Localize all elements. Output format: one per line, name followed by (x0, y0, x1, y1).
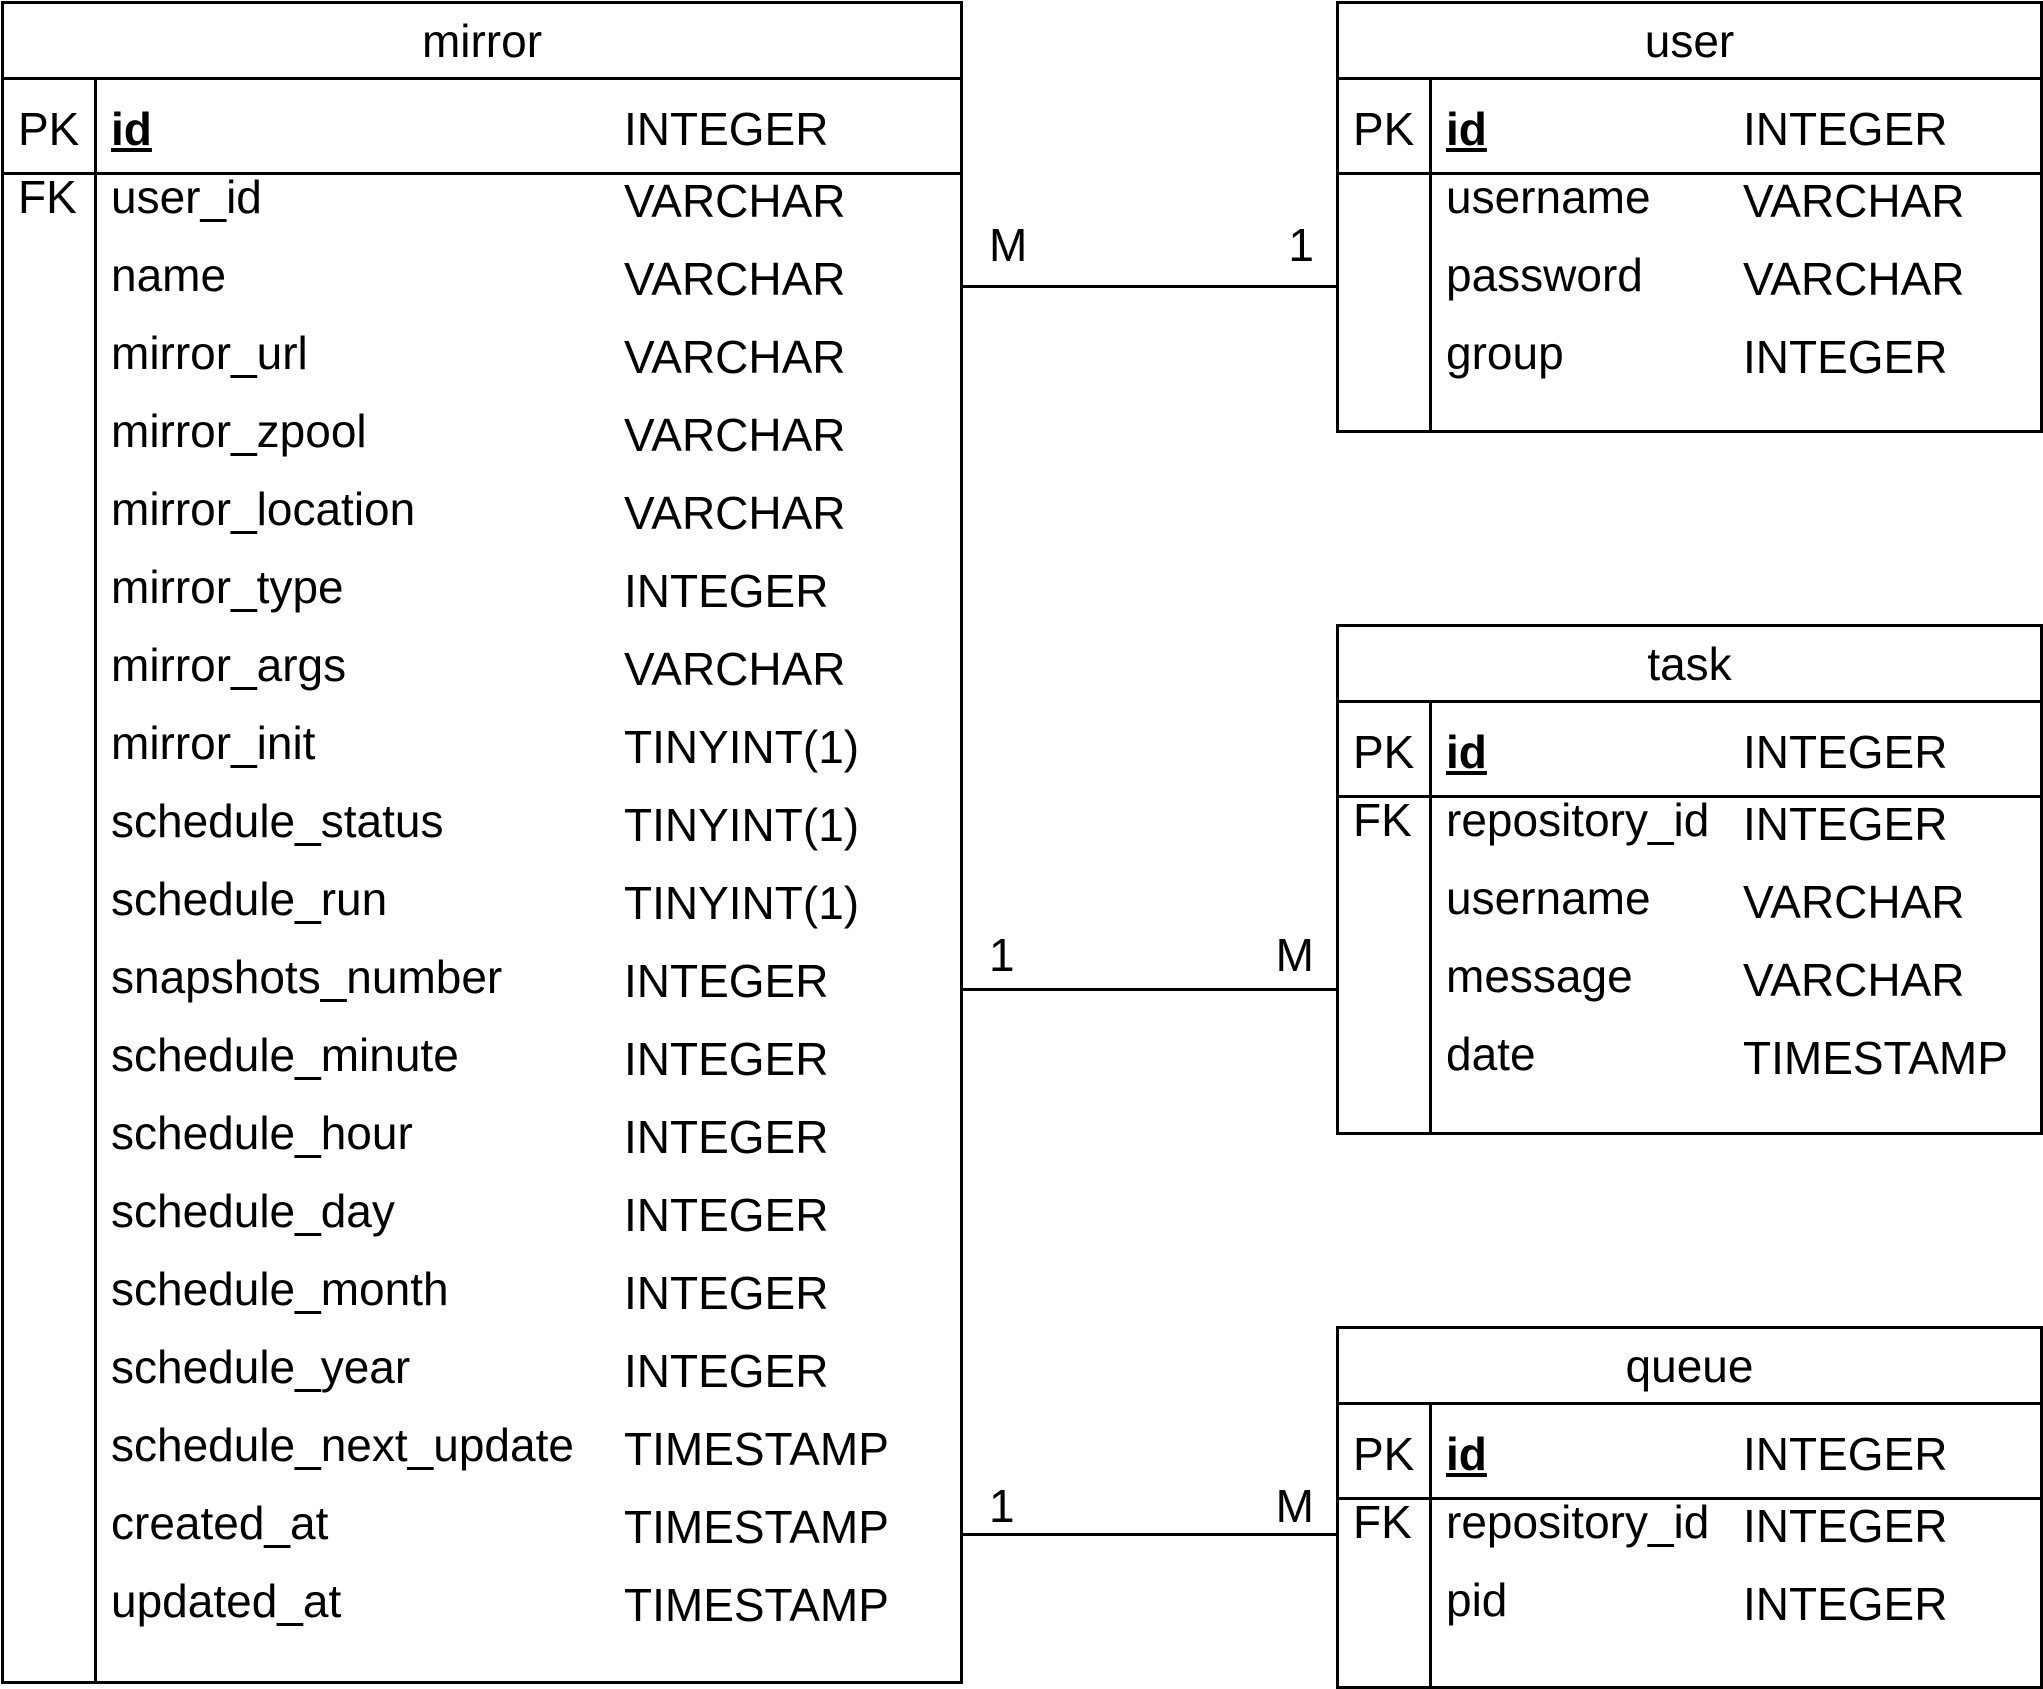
primary-key-marker: PK (1353, 103, 1415, 155)
field-type: VARCHAR (624, 643, 846, 695)
field-name: pid (1446, 1574, 1508, 1626)
primary-key-separator (1339, 1497, 2040, 1500)
entity-title: task (1339, 627, 2040, 703)
primary-key-name: id (1446, 726, 1487, 778)
primary-key-type: INTEGER (624, 103, 829, 155)
field-type: VARCHAR (1743, 954, 1965, 1006)
field-name: mirror_init (111, 717, 316, 769)
field-type: VARCHAR (624, 253, 846, 305)
primary-key-marker: PK (18, 103, 80, 155)
field-type: INTEGER (624, 1111, 829, 1163)
foreign-key-marker: FK (1353, 1496, 1412, 1548)
primary-key-marker: PK (1353, 1428, 1415, 1480)
field-type: INTEGER (624, 565, 829, 617)
relationship-line-mirror-user (963, 285, 1336, 288)
cardinality-label: 1 (989, 929, 1015, 981)
cardinality-label: M (1275, 1480, 1314, 1532)
field-type: INTEGER (1743, 798, 1948, 850)
field-type: VARCHAR (1743, 175, 1965, 227)
relationship-line-mirror-task (963, 988, 1336, 991)
field-type: INTEGER (624, 1033, 829, 1085)
field-name: password (1446, 249, 1643, 301)
field-name: username (1446, 171, 1651, 223)
field-name: repository_id (1446, 1496, 1710, 1548)
field-name: created_at (111, 1497, 329, 1549)
entity-title: mirror (4, 4, 960, 80)
field-name: group (1446, 327, 1564, 379)
key-column-divider (1429, 703, 1432, 1132)
field-type: VARCHAR (624, 175, 846, 227)
primary-key-type: INTEGER (1743, 103, 1948, 155)
field-type: VARCHAR (1743, 253, 1965, 305)
field-name: repository_id (1446, 794, 1710, 846)
field-name: schedule_next_update (111, 1419, 574, 1471)
field-type: INTEGER (1743, 1578, 1948, 1630)
field-type: TINYINT(1) (624, 877, 860, 929)
field-type: INTEGER (624, 1189, 829, 1241)
field-type: TINYINT(1) (624, 799, 860, 851)
field-type: INTEGER (624, 1345, 829, 1397)
field-type: TIMESTAMP (624, 1579, 889, 1631)
field-type: VARCHAR (624, 487, 846, 539)
key-column-divider (1429, 1405, 1432, 1686)
field-type: VARCHAR (624, 331, 846, 383)
field-name: snapshots_number (111, 951, 503, 1003)
field-name: message (1446, 950, 1633, 1002)
field-type: TIMESTAMP (624, 1501, 889, 1553)
field-type: VARCHAR (1743, 876, 1965, 928)
key-column-divider (1429, 80, 1432, 430)
field-name: date (1446, 1028, 1536, 1080)
field-name: schedule_status (111, 795, 444, 847)
field-name: schedule_year (111, 1341, 411, 1393)
primary-key-type: INTEGER (1743, 1428, 1948, 1480)
field-name: username (1446, 872, 1651, 924)
primary-key-separator (1339, 795, 2040, 798)
field-name: schedule_run (111, 873, 388, 925)
field-type: TINYINT(1) (624, 721, 860, 773)
entity-title: user (1339, 4, 2040, 80)
field-name: schedule_minute (111, 1029, 459, 1081)
cardinality-label: M (1275, 929, 1314, 981)
foreign-key-marker: FK (18, 171, 77, 223)
field-name: schedule_hour (111, 1107, 413, 1159)
cardinality-label: 1 (989, 1480, 1015, 1532)
field-name: mirror_zpool (111, 405, 367, 457)
primary-key-type: INTEGER (1743, 726, 1948, 778)
field-type: VARCHAR (624, 409, 846, 461)
field-name: mirror_url (111, 327, 308, 379)
field-type: INTEGER (1743, 1500, 1948, 1552)
field-type: INTEGER (624, 955, 829, 1007)
primary-key-name: id (1446, 1428, 1487, 1480)
key-column-divider (94, 80, 97, 1681)
field-type: INTEGER (1743, 331, 1948, 383)
primary-key-separator (4, 172, 960, 175)
field-name: mirror_args (111, 639, 347, 691)
primary-key-separator (1339, 172, 2040, 175)
field-type: TIMESTAMP (624, 1423, 889, 1475)
field-name: schedule_day (111, 1185, 395, 1237)
field-name: name (111, 249, 227, 301)
cardinality-label: M (989, 219, 1028, 271)
primary-key-marker: PK (1353, 726, 1415, 778)
field-name: mirror_type (111, 561, 344, 613)
field-name: user_id (111, 171, 262, 223)
relationship-line-mirror-queue (963, 1533, 1336, 1536)
field-type: TIMESTAMP (1743, 1032, 2008, 1084)
field-name: mirror_location (111, 483, 416, 535)
field-type: INTEGER (624, 1267, 829, 1319)
primary-key-name: id (1446, 103, 1487, 155)
field-name: updated_at (111, 1575, 342, 1627)
foreign-key-marker: FK (1353, 794, 1412, 846)
cardinality-label: 1 (1288, 219, 1314, 271)
primary-key-name: id (111, 103, 152, 155)
entity-title: queue (1339, 1329, 2040, 1405)
field-name: schedule_month (111, 1263, 449, 1315)
